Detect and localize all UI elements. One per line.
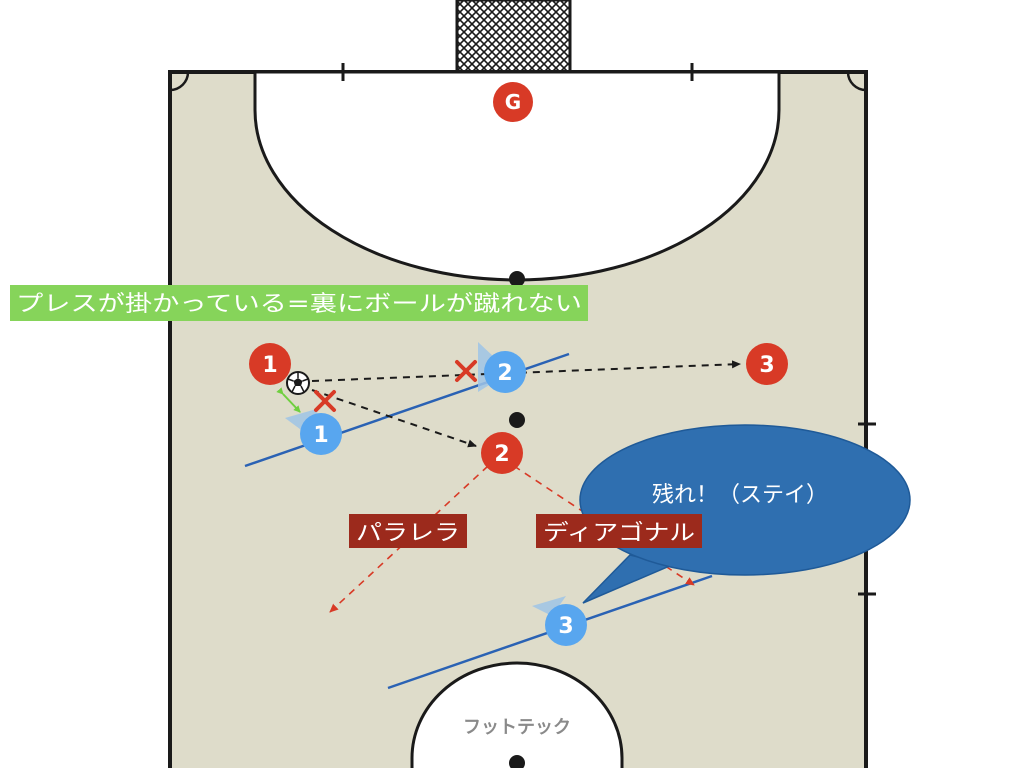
blue-player-2-label: 2 (497, 361, 512, 386)
cross-mark-upper (455, 360, 477, 382)
foototech-watermark: フットテック (463, 717, 571, 738)
corner-arc-right (846, 71, 867, 92)
red-player-1: 1 (249, 343, 291, 385)
red-player-3-label: 3 (759, 353, 774, 378)
center-circle (410, 661, 624, 768)
diagonal-label-text: ディアゴナル (543, 521, 695, 546)
blue-player-3: 3 (545, 604, 587, 646)
red-player-2-label: 2 (494, 442, 509, 467)
blue-player-1-label: 1 (313, 423, 328, 448)
press-banner-text: プレスが掛かっている=裏にボールが蹴れない (16, 292, 582, 317)
cross-mark-lower (314, 390, 336, 412)
goalkeeper-label: G (505, 90, 521, 114)
pass-arrow-to-red-2 (311, 389, 477, 448)
pressure-arrow (276, 387, 301, 413)
goal-net (455, 0, 572, 74)
pass-arrow-to-red-3 (311, 360, 741, 382)
blue-3-move-arrow (532, 596, 566, 616)
red-player-2: 2 (481, 432, 523, 474)
blue-1-move-arrow (285, 408, 320, 432)
blue-player-3-label: 3 (558, 614, 573, 639)
court (168, 63, 876, 768)
press-banner-bg (10, 285, 588, 321)
goalkeeper-marker: G (493, 82, 533, 122)
parallel-label: パラレラ (349, 514, 467, 548)
diagonal-label: ディアゴナル (536, 514, 702, 548)
blue-player-2: 2 (484, 351, 526, 393)
red-player-1-label: 1 (262, 353, 277, 378)
second-penalty-spot (509, 412, 525, 428)
corner-arc-left (169, 71, 190, 92)
stay-bubble-text: 残れ！（ステイ） (652, 483, 828, 508)
press-banner: プレスが掛かっている=裏にボールが蹴れない (10, 285, 588, 321)
penalty-spot (509, 271, 525, 287)
center-spot (509, 755, 525, 768)
red-player-3: 3 (746, 343, 788, 385)
soccer-ball-icon (286, 371, 310, 395)
blue-player-1: 1 (300, 413, 342, 455)
goal (455, 0, 572, 74)
parallel-label-text: パラレラ (356, 521, 460, 546)
